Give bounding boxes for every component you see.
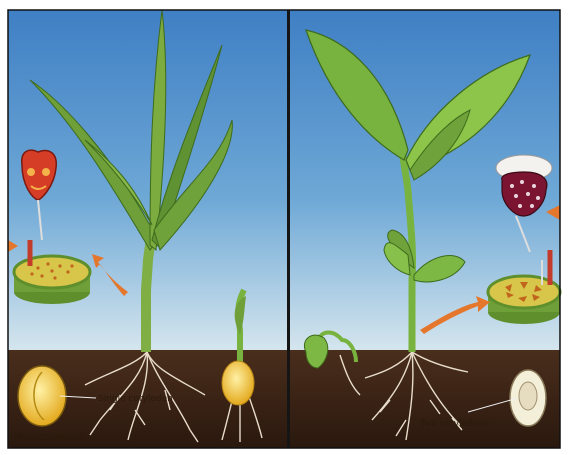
germinating-corn-seed: [222, 361, 254, 405]
label-single-cotyledon: Single cotyledon: [98, 394, 173, 404]
label-two-cotyledons: Two cotyledons: [419, 419, 489, 429]
panel-divider: [287, 10, 290, 448]
label-monocotyledon: Monocotyledon: [14, 433, 83, 443]
left-panel: Single cotyledon Monocotyledon: [8, 10, 287, 448]
right-panel: Two cotyledons: [290, 10, 560, 448]
